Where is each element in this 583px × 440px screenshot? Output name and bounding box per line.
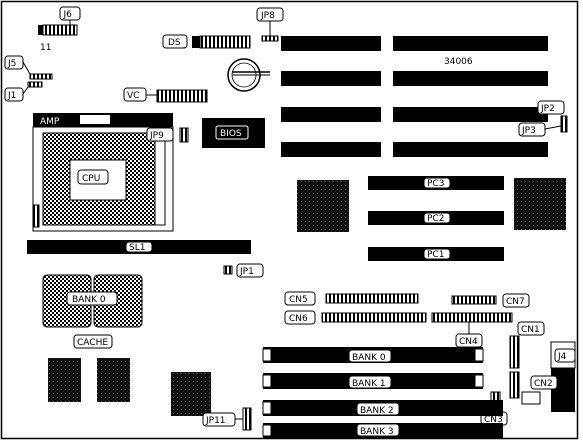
jp11-jumper: JP11 bbox=[202, 407, 252, 431]
simm-bank2-label: BANK 2 bbox=[360, 406, 394, 416]
jp3-label: JP3 bbox=[521, 126, 536, 136]
vc-component: VC bbox=[123, 87, 208, 103]
j4-label: J4 bbox=[557, 352, 567, 362]
bios-label: BIOS bbox=[220, 129, 242, 139]
j5-j1-header: J5 J1 bbox=[4, 55, 53, 102]
cache-bank: BANK 0 CACHE bbox=[42, 274, 143, 349]
ds-label: DS bbox=[168, 38, 181, 48]
cn4-label: CN4 bbox=[459, 337, 478, 347]
jp2-jp3-jumpers: JP2 JP3 bbox=[518, 100, 568, 137]
pc3-label: PC3 bbox=[427, 179, 444, 189]
cache-bank0-label: BANK 0 bbox=[72, 295, 106, 305]
cn5-cn6-cn7-connectors: CN5 CN6 CN7 CN4 bbox=[284, 291, 530, 348]
pin-11-label: 11 bbox=[40, 43, 51, 53]
amp-label: AMP bbox=[40, 117, 60, 127]
ds-component: DS bbox=[162, 34, 251, 49]
cpu-socket: AMP CPU bbox=[32, 113, 174, 232]
jp8-label: JP8 bbox=[260, 11, 275, 21]
cn3-label: CN3 bbox=[484, 415, 503, 425]
jp2-label: JP2 bbox=[540, 104, 555, 114]
sl1-slot: SL1 bbox=[27, 240, 251, 254]
j1-label: J1 bbox=[7, 91, 16, 101]
simm-bank1-label: BANK 1 bbox=[352, 379, 386, 389]
simm-banks: BANK 0 BANK 1 BANK 2 BANK 3 bbox=[262, 347, 503, 438]
j6-header: J6 11 bbox=[38, 6, 81, 53]
cache-label: CACHE bbox=[77, 338, 108, 348]
cn6-label: CN6 bbox=[289, 314, 308, 324]
pci-slots: PC3 PC2 PC1 bbox=[368, 176, 504, 261]
pc2-label: PC2 bbox=[427, 214, 444, 224]
vc-label: VC bbox=[127, 91, 139, 101]
pc1-label: PC1 bbox=[427, 250, 444, 260]
isa-slots-left bbox=[281, 36, 381, 157]
cpu-label: CPU bbox=[82, 174, 100, 184]
j6-label: J6 bbox=[63, 10, 73, 20]
cn1-label: CN1 bbox=[521, 325, 540, 335]
jp9-label: JP9 bbox=[149, 131, 164, 141]
simm-bank0-label: BANK 0 bbox=[352, 353, 386, 363]
jp1-jumper: JP1 bbox=[223, 263, 264, 278]
bios-chip: BIOS bbox=[202, 118, 265, 148]
cn5-label: CN5 bbox=[289, 295, 308, 305]
jp1-label: JP1 bbox=[239, 267, 254, 277]
battery bbox=[227, 58, 270, 92]
board-number: 34006 bbox=[444, 57, 473, 67]
jp11-label: JP11 bbox=[205, 416, 226, 426]
cn2-label: CN2 bbox=[534, 379, 553, 389]
chipset bbox=[48, 178, 566, 416]
isa-slots-right bbox=[393, 36, 548, 157]
jp9-jumper: JP9 bbox=[146, 127, 189, 143]
cn7-label: CN7 bbox=[506, 297, 525, 307]
simm-bank3-label: BANK 3 bbox=[360, 427, 394, 437]
j5-label: J5 bbox=[7, 59, 16, 69]
sl1-label: SL1 bbox=[129, 243, 145, 253]
jp8-jumper: JP8 bbox=[256, 7, 284, 42]
